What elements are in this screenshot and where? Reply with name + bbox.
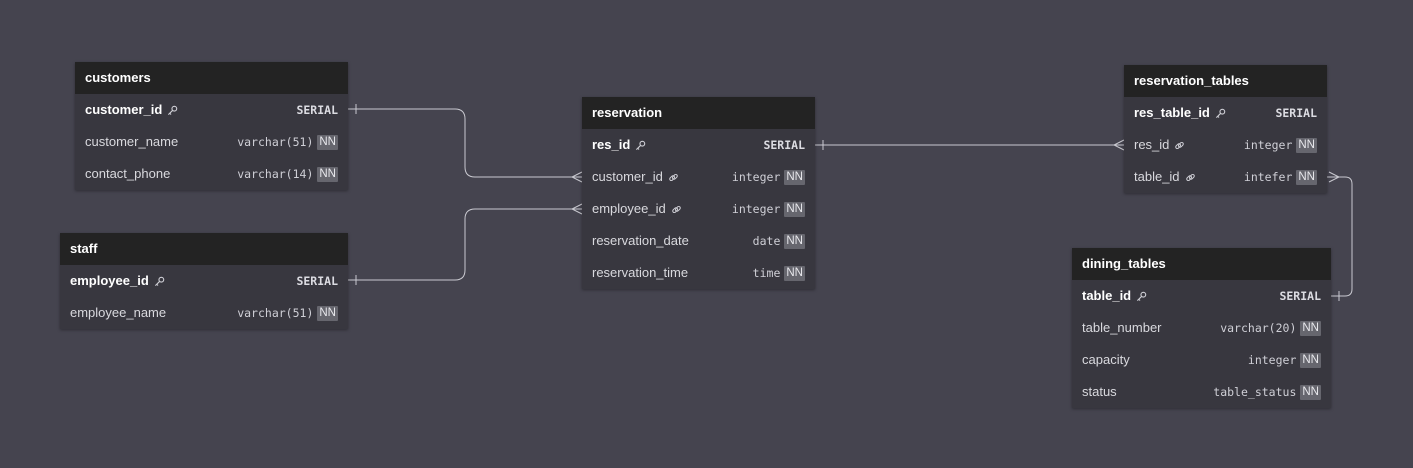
column-type: varchar(14) [237, 167, 314, 181]
column-row[interactable]: employee_id SERIAL [60, 265, 348, 297]
column-type: integer [731, 170, 781, 184]
column-name: reservation_date [592, 233, 689, 248]
column-name: customer_id [592, 169, 663, 184]
not-null-badge: NN [784, 265, 805, 281]
link-icon [671, 194, 682, 226]
column-type: table_status [1213, 385, 1297, 399]
column-name: res_id [592, 137, 631, 152]
column-type: SERIAL [296, 274, 338, 288]
column-row[interactable]: table_number varchar(20)NN [1072, 312, 1331, 344]
not-null-badge: NN [1300, 352, 1321, 368]
column-row[interactable]: customer_name varchar(51)NN [75, 126, 348, 158]
key-icon [1215, 98, 1226, 130]
not-null-badge: NN [317, 166, 338, 182]
key-icon [167, 95, 178, 127]
key-icon [635, 130, 646, 162]
column-row[interactable]: employee_name varchar(51)NN [60, 297, 348, 329]
column-name: reservation_time [592, 265, 689, 280]
column-type: SERIAL [1279, 289, 1321, 303]
table-title[interactable]: reservation_tables [1124, 65, 1327, 97]
not-null-badge: NN [784, 201, 805, 217]
column-type: varchar(51) [237, 306, 314, 320]
column-name: employee_id [592, 201, 666, 216]
not-null-badge: NN [784, 233, 805, 249]
table-title[interactable]: reservation [582, 97, 815, 129]
link-icon [668, 162, 679, 194]
link-reservation-reservation-tables[interactable] [815, 139, 1125, 151]
column-name: status [1082, 384, 1117, 399]
table-title[interactable]: customers [75, 62, 348, 94]
not-null-badge: NN [1300, 384, 1321, 400]
table-customers[interactable]: customers customer_id SERIAL customer_na… [75, 62, 348, 190]
column-name: table_number [1082, 320, 1162, 335]
table-title[interactable]: staff [60, 233, 348, 265]
column-name: capacity [1082, 352, 1130, 367]
column-name: employee_id [70, 273, 149, 288]
column-name: res_id [1134, 137, 1170, 152]
column-type: SERIAL [763, 138, 805, 152]
column-type: SERIAL [1275, 106, 1317, 120]
table-staff[interactable]: staff employee_id SERIAL employee_name v… [60, 233, 348, 329]
column-name: res_table_id [1134, 105, 1210, 120]
column-name: contact_phone [85, 166, 171, 181]
column-type: SERIAL [296, 103, 338, 117]
column-type: integer [1247, 353, 1297, 367]
not-null-badge: NN [784, 169, 805, 185]
column-type: integer [731, 202, 781, 216]
table-dining-tables[interactable]: dining_tables table_id SERIAL table_numb… [1072, 248, 1331, 408]
link-icon [1185, 162, 1196, 194]
table-title[interactable]: dining_tables [1072, 248, 1331, 280]
key-icon [154, 266, 165, 298]
column-row[interactable]: customer_id SERIAL [75, 94, 348, 126]
table-reservation[interactable]: reservation res_id SERIAL customer_id in… [582, 97, 815, 289]
table-reservation-tables[interactable]: reservation_tables res_table_id SERIAL r… [1124, 65, 1327, 193]
not-null-badge: NN [317, 134, 338, 150]
column-type: varchar(51) [237, 135, 314, 149]
column-type: time [752, 266, 781, 280]
column-type: varchar(20) [1220, 321, 1297, 335]
column-row[interactable]: res_table_id SERIAL [1124, 97, 1327, 129]
column-type: intefer [1243, 170, 1293, 184]
column-type: date [752, 234, 781, 248]
key-icon [1136, 281, 1147, 313]
not-null-badge: NN [1300, 320, 1321, 336]
column-row[interactable]: res_id SERIAL [582, 129, 815, 161]
link-staff-reservation[interactable] [348, 203, 583, 285]
column-name: table_id [1134, 169, 1180, 184]
column-name: customer_name [85, 134, 179, 149]
not-null-badge: NN [1296, 137, 1317, 153]
column-name: customer_id [85, 102, 163, 117]
column-row[interactable]: table_id SERIAL [1072, 280, 1331, 312]
link-customers-reservation[interactable] [348, 104, 583, 183]
column-type: integer [1243, 138, 1293, 152]
column-row[interactable]: contact_phone varchar(14)NN [75, 158, 348, 190]
not-null-badge: NN [1296, 169, 1317, 185]
not-null-badge: NN [317, 305, 338, 321]
column-name: table_id [1082, 288, 1132, 303]
link-icon [1174, 130, 1185, 162]
column-name: employee_name [70, 305, 167, 320]
